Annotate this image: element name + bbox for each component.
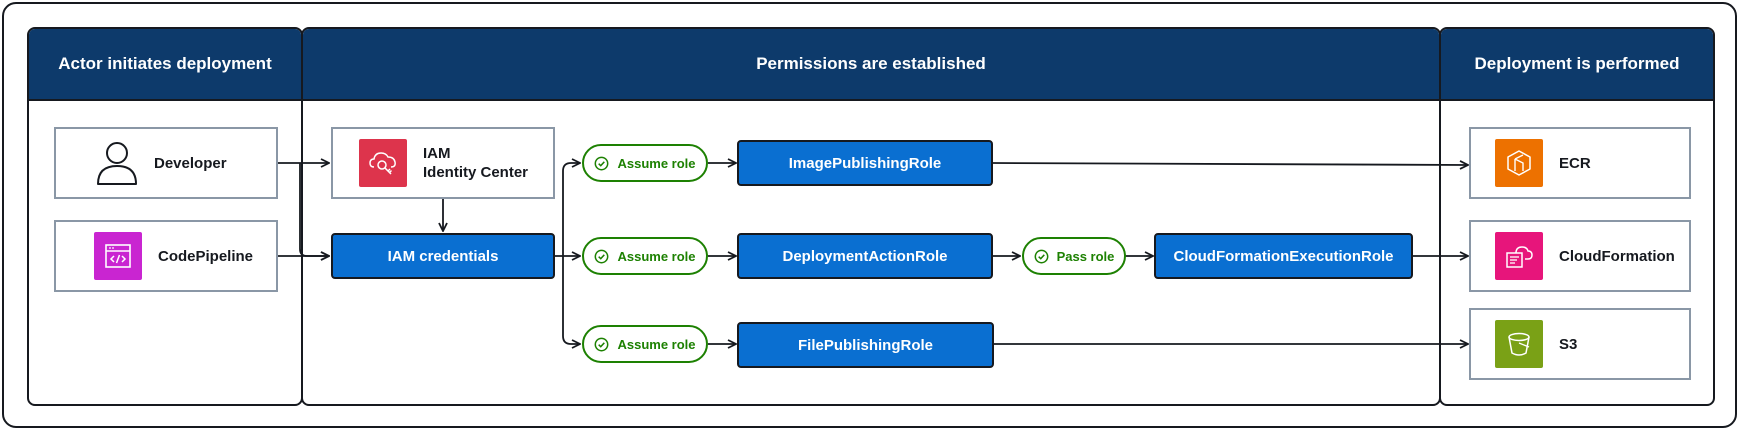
iam-credentials-box: IAM credentials	[331, 233, 555, 279]
panel-actor-title: Actor initiates deployment	[29, 29, 301, 101]
target-ecr: ECR	[1469, 127, 1691, 199]
target-ecr-label: ECR	[1559, 154, 1591, 172]
check-circle-icon	[595, 156, 609, 170]
actor-codepipeline: CodePipeline	[54, 220, 278, 292]
panel-deployment-title: Deployment is performed	[1441, 29, 1713, 101]
codepipeline-icon	[94, 232, 142, 280]
file-publishing-role: FilePublishingRole	[737, 322, 994, 368]
target-cloudformation: CloudFormation	[1469, 220, 1691, 292]
iam-identity-center-label-line1: IAM	[423, 145, 451, 162]
arrow-image-role-to-ecr	[991, 163, 1468, 165]
pass-role-pill-label: Pass role	[1056, 248, 1115, 264]
cloudformation-execution-role: CloudFormationExecutionRole	[1154, 233, 1413, 279]
assume-role-pill-top: Assume role	[582, 144, 708, 182]
arrow-developer-to-credentials	[299, 163, 329, 256]
assume-role-pill-mid-label: Assume role	[617, 248, 696, 264]
cloudformation-icon	[1495, 232, 1543, 280]
assume-role-pill-mid: Assume role	[582, 237, 708, 275]
arrow-credentials-to-assume-top	[562, 163, 580, 256]
image-publishing-role: ImagePublishingRole	[737, 140, 993, 186]
iam-identity-center-label: IAM Identity Center	[423, 144, 528, 182]
actor-codepipeline-label: CodePipeline	[158, 247, 254, 265]
s3-icon	[1495, 320, 1543, 368]
target-s3: S3	[1469, 308, 1691, 380]
ecr-icon	[1495, 139, 1543, 187]
iam-identity-center-icon	[359, 139, 407, 187]
assume-role-pill-bottom: Assume role	[582, 325, 708, 363]
user-icon	[94, 139, 140, 187]
assume-role-pill-top-label: Assume role	[617, 155, 696, 171]
check-circle-icon	[1034, 249, 1049, 263]
deployment-action-role: DeploymentActionRole	[737, 233, 993, 279]
pass-role-pill: Pass role	[1022, 237, 1126, 275]
target-s3-label: S3	[1559, 335, 1578, 353]
check-circle-icon	[595, 249, 609, 263]
target-cloudformation-label: CloudFormation	[1559, 247, 1675, 265]
iam-identity-center-box: IAM Identity Center	[331, 127, 555, 199]
actor-developer-label: Developer	[154, 154, 227, 172]
arrow-credentials-to-assume-bot	[562, 256, 580, 344]
actor-developer: Developer	[54, 127, 278, 199]
iam-identity-center-label-line2: Identity Center	[423, 164, 529, 181]
check-circle-icon	[595, 337, 609, 351]
panel-actor: Actor initiates deployment	[27, 27, 303, 406]
assume-role-pill-bottom-label: Assume role	[617, 336, 696, 352]
panel-permissions-title: Permissions are established	[303, 29, 1439, 101]
